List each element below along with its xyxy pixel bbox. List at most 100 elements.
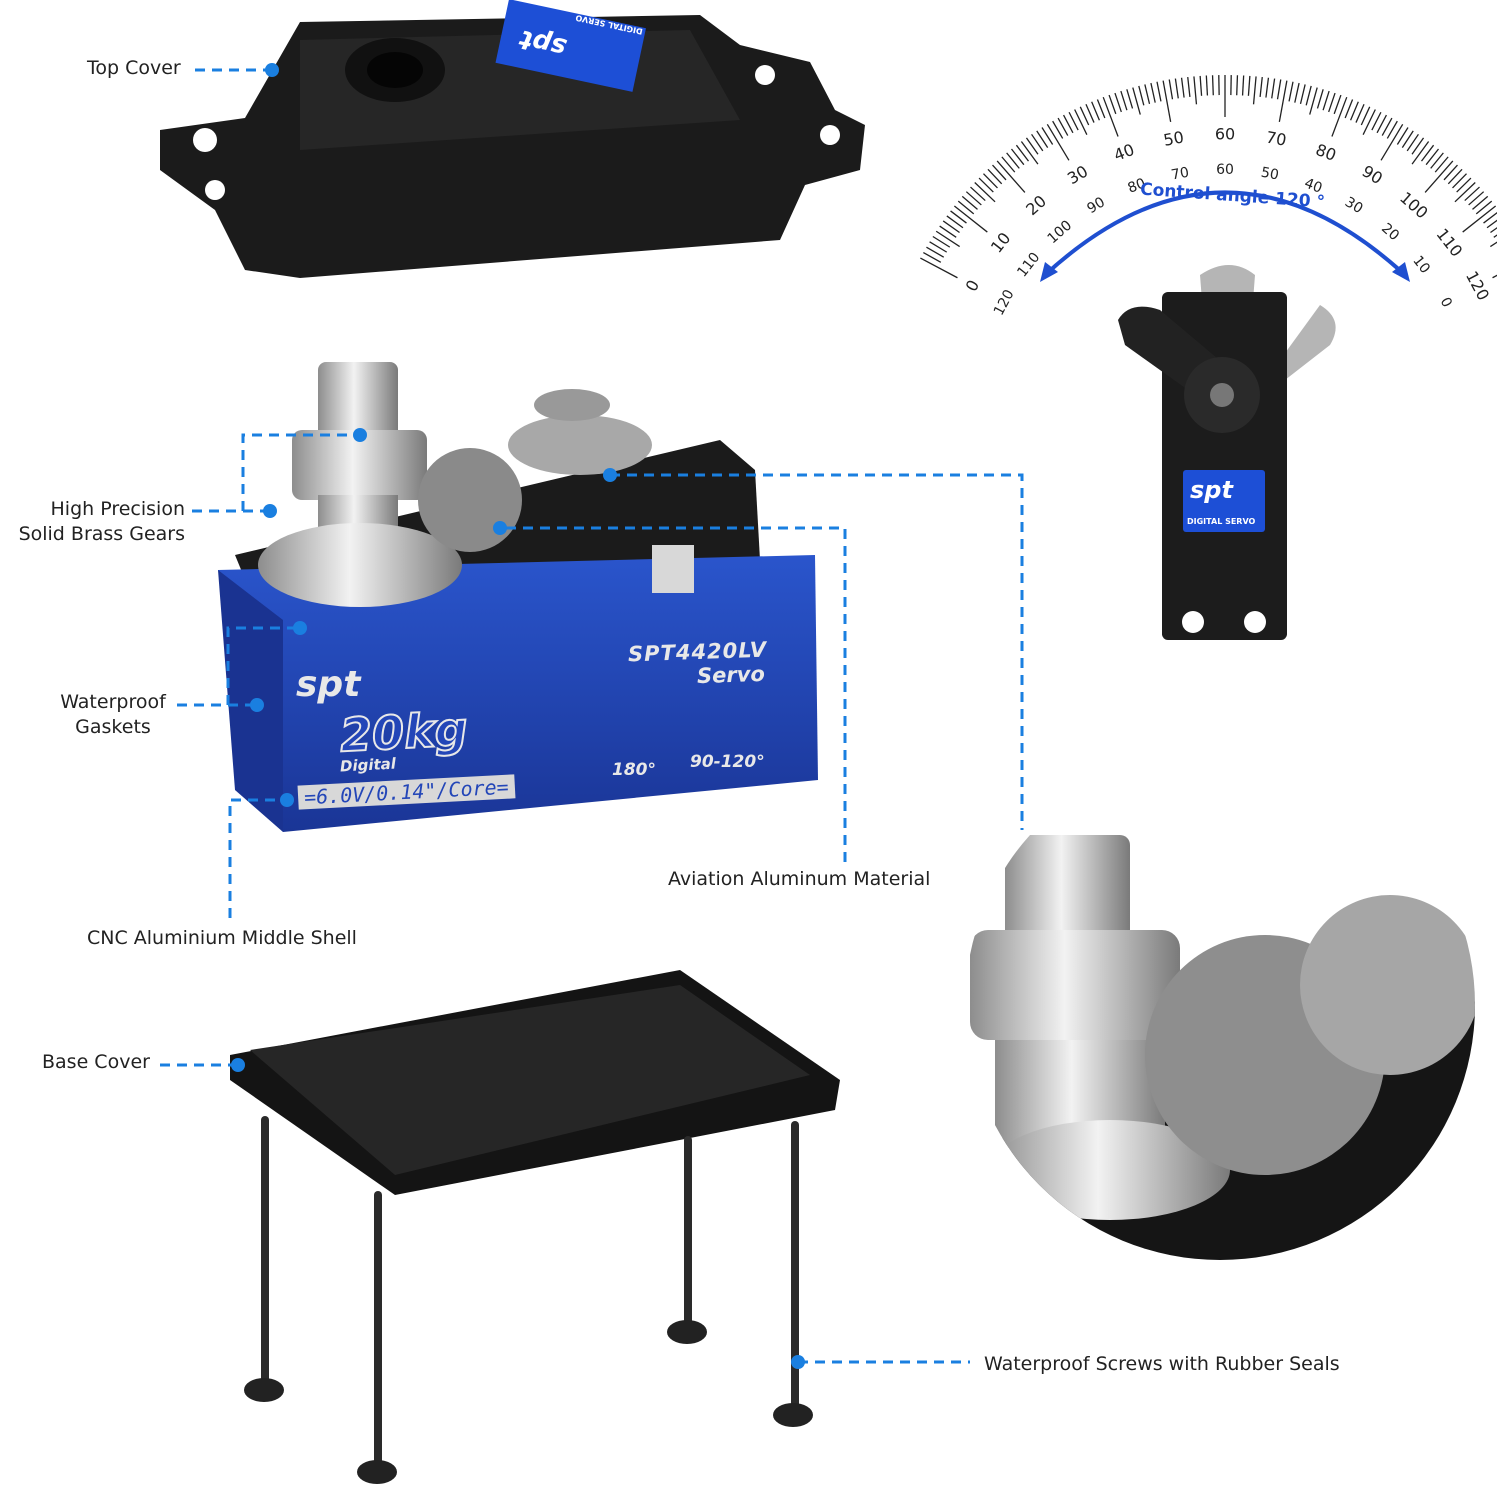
protractor-tick (1193, 76, 1198, 105)
protractor-tick (1331, 96, 1348, 137)
protractor-tick (920, 257, 958, 279)
label-base-cover: Base Cover (42, 1051, 150, 1073)
protractor-tick (1162, 80, 1172, 123)
label-top-cover: Top Cover (87, 57, 181, 79)
protractor-tick (932, 235, 951, 248)
callout-lines (160, 68, 1024, 1364)
protractor-tick (1259, 76, 1263, 97)
protractor-tick (939, 225, 957, 238)
label-aviation-aluminum: Aviation Aluminum Material (668, 868, 931, 890)
protractor-tick (1010, 148, 1025, 166)
protractor-tick (1174, 78, 1179, 99)
protractor-tick (1085, 103, 1095, 123)
protractor-tick (1472, 195, 1489, 210)
servo-mode: Digital (339, 754, 397, 776)
callout-dot-gears-2 (353, 428, 367, 442)
protractor-tick (1299, 84, 1306, 105)
protractor-tick (1276, 79, 1282, 100)
protractor-tick (1006, 152, 1020, 169)
protractor-tick (1031, 133, 1044, 152)
protractor-tick (1425, 148, 1440, 166)
protractor-tick (1475, 200, 1493, 215)
protractor-tick (983, 173, 998, 189)
protractor-inner-label: 50 (1260, 165, 1280, 184)
protractor-tick (1406, 133, 1419, 152)
protractor-tick (987, 168, 1003, 185)
protractor-outer-label: 10 (987, 229, 1015, 257)
protractor-inner-label: 20 (1378, 220, 1402, 244)
servo-angle-car: 90-120° (690, 752, 765, 772)
servo-angle-robot: 180° (612, 760, 656, 780)
protractor-tick (961, 195, 978, 210)
label-waterproof-screws: Waterproof Screws with Rubber Seals (984, 1353, 1340, 1375)
protractor-tick (1079, 106, 1090, 126)
callout-dot-gears (263, 504, 277, 518)
protractor-tick (1180, 77, 1185, 98)
protractor-outer-label: 70 (1265, 127, 1288, 149)
label-brass-gears-line1: High Precision (50, 498, 185, 520)
protractor-tick (923, 251, 942, 263)
protractor-outer-label: 120 (1462, 268, 1493, 304)
protractor-tick (1046, 123, 1070, 161)
protractor-tick (1396, 127, 1409, 145)
protractor-outer-label: 100 (1396, 188, 1431, 222)
protractor-tick (1288, 81, 1294, 102)
protractor-tick (1376, 114, 1388, 134)
protractor-tick (1371, 111, 1382, 131)
label-gaskets-line1: Waterproof (60, 691, 166, 713)
top-cover-part (160, 0, 865, 278)
protractor-tick (1424, 160, 1454, 193)
protractor-outer-label: 20 (1022, 191, 1050, 219)
callout-dot-aviation (493, 521, 507, 535)
protractor-outer-label: 110 (1432, 225, 1466, 261)
protractor-tick (1344, 99, 1354, 119)
protractor-tick (965, 191, 982, 206)
protractor-outer-label: 0 (962, 277, 984, 295)
servo-brand-logo: spt (296, 664, 361, 705)
protractor-tick (1401, 130, 1414, 148)
protractor-outer-label: 30 (1064, 161, 1091, 188)
protractor-inner-label: 120 (991, 287, 1018, 318)
label-gaskets-line2: Gaskets (75, 716, 151, 738)
protractor-tick (996, 160, 1026, 193)
servo-torque: 20kg (338, 701, 470, 764)
top-cover-badge (495, 0, 646, 92)
protractor-tick (1025, 137, 1039, 155)
protractor-tick (1150, 82, 1156, 103)
side-servo-badge (1183, 470, 1265, 532)
protractor-tick (1411, 141, 1430, 165)
protractor-tick (1120, 90, 1128, 111)
protractor-tick (1096, 99, 1106, 119)
protractor-tick (1156, 81, 1162, 102)
protractor-tick (1386, 120, 1398, 139)
protractor-tick (1205, 75, 1209, 96)
protractor-tick (1068, 111, 1079, 131)
protractor-inner-label: 100 (1045, 217, 1076, 247)
protractor-inner-label: 70 (1170, 165, 1190, 184)
protractor-tick (1411, 137, 1425, 155)
protractor-inner-label: 10 (1409, 253, 1433, 277)
protractor-tick (1380, 123, 1404, 161)
protractor-tick (1265, 77, 1270, 98)
protractor-tick (1052, 120, 1064, 139)
protractor-tick (1020, 141, 1039, 165)
protractor-tick (942, 220, 960, 234)
protractor-tick (1102, 96, 1119, 137)
protractor-tick (1328, 92, 1336, 113)
protractor-tick (970, 186, 986, 202)
main-servo-part (218, 362, 818, 832)
callout-dots (231, 63, 805, 1369)
protractor-tick (1074, 109, 1088, 135)
protractor-tick (1057, 117, 1069, 136)
protractor-tick (1309, 87, 1318, 115)
protractor-tick (1452, 173, 1467, 189)
protractor-tick (1236, 75, 1239, 96)
label-middle-shell: CNC Aluminium Middle Shell (87, 927, 357, 949)
label-gaskets: Waterproof Gaskets (52, 690, 174, 740)
protractor-tick (1199, 75, 1203, 96)
protractor-outer-label: 80 (1313, 140, 1339, 165)
protractor-tick (1108, 94, 1117, 115)
protractor-tick (950, 210, 967, 224)
